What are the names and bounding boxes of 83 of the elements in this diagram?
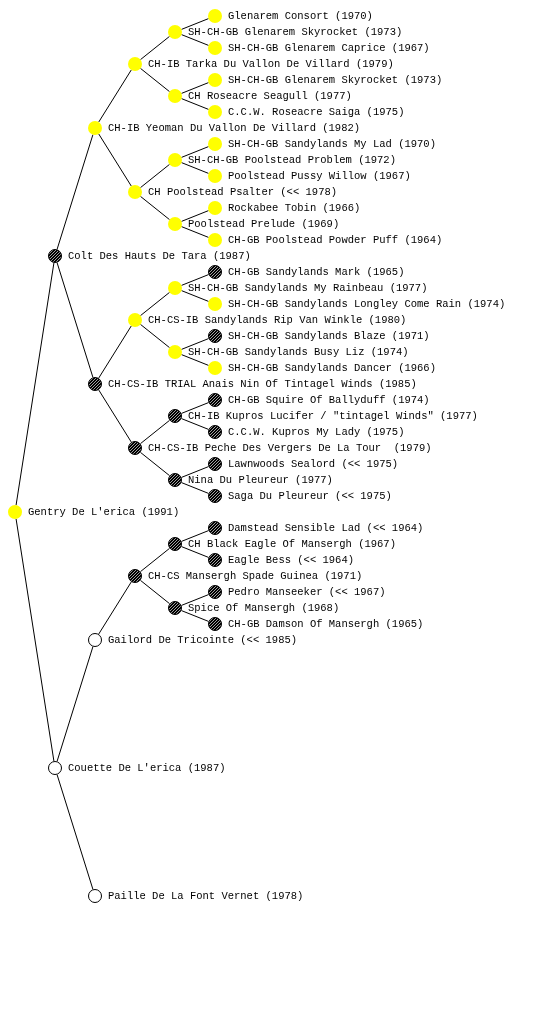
dog-name: Pedro Manseeker (<< 1967)	[228, 585, 386, 599]
connector-line	[181, 162, 209, 174]
connector-line	[181, 98, 209, 110]
dog-name: Poolstead Prelude (1969)	[188, 217, 340, 231]
connector-line	[181, 546, 209, 558]
connector-line	[56, 262, 94, 378]
connector-line	[139, 291, 171, 317]
dog-name: Lawnwoods Sealord (<< 1975)	[228, 457, 399, 471]
dog-name: CH-GB Poolstead Powder Puff (1964)	[228, 233, 443, 247]
connector-line	[181, 274, 209, 286]
dog-name: Gentry De L'erica (1991)	[28, 505, 180, 519]
connector-line	[139, 67, 171, 93]
connector-line	[181, 82, 209, 94]
connector-line	[181, 338, 209, 350]
connector-line	[139, 35, 171, 61]
connector-line	[56, 646, 94, 762]
dog-name: CH-CS Mansergh Spade Guinea (1971)	[148, 569, 363, 583]
dog-name: Paille De La Font Vernet (1978)	[108, 889, 304, 903]
connector-line	[181, 226, 209, 238]
dog-name: CH-GB Damson Of Mansergh (1965)	[228, 617, 424, 631]
connector-line	[98, 325, 132, 379]
dog-name: C.C.W. Roseacre Saiga (1975)	[228, 105, 405, 119]
dog-name: C.C.W. Kupros My Lady (1975)	[228, 425, 405, 439]
dog-name: CH-CS-IB Sandylands Rip Van Winkle (1980)	[148, 313, 407, 327]
connector-line	[181, 466, 209, 478]
connector-line	[139, 579, 171, 605]
connector-line	[15, 518, 55, 762]
dog-name: SH-CH-GB Sandylands Blaze (1971)	[228, 329, 430, 343]
connector-line	[181, 610, 209, 622]
dog-name: SH-CH-GB Glenarem Skyrocket (1973)	[228, 73, 443, 87]
dog-name: Couette De L'erica (1987)	[68, 761, 226, 775]
connector-line	[56, 134, 94, 250]
dog-name: CH Poolstead Psalter (<< 1978)	[148, 185, 338, 199]
connector-line	[181, 482, 209, 494]
connector-line	[181, 146, 209, 158]
dog-name: Poolstead Pussy Willow (1967)	[228, 169, 411, 183]
dog-name: CH-GB Sandylands Mark (1965)	[228, 265, 405, 279]
connector-line	[181, 210, 209, 222]
dog-name: SH-CH-GB Poolstead Problem (1972)	[188, 153, 396, 167]
dog-name: SH-CH-GB Sandylands Busy Liz (1974)	[188, 345, 409, 359]
dog-name: Rockabee Tobin (1966)	[228, 201, 361, 215]
connector-line	[139, 547, 171, 573]
connector-line	[181, 594, 209, 606]
connector-line	[15, 262, 55, 506]
dog-name: Spice Of Mansergh (1968)	[188, 601, 340, 615]
dog-name: SH-CH-GB Sandylands Longley Come Rain (1974)	[228, 297, 506, 311]
connector-line	[56, 774, 94, 890]
connector-line	[98, 581, 132, 635]
dog-name: CH Black Eagle Of Mansergh (1967)	[188, 537, 396, 551]
connector-line	[139, 451, 171, 477]
dog-name: SH-CH-GB Sandylands My Lad (1970)	[228, 137, 436, 151]
connector-line	[98, 133, 132, 187]
connector-line	[181, 418, 209, 430]
connector-line	[98, 389, 132, 443]
dog-name: Damstead Sensible Lad (<< 1964)	[228, 521, 424, 535]
dog-name: CH-IB Tarka Du Vallon De Villard (1979)	[148, 57, 394, 71]
dog-name: Colt Des Hauts De Tara (1987)	[68, 249, 251, 263]
connector-line	[181, 530, 209, 542]
connector-line	[181, 402, 209, 414]
dog-name: Gailord De Tricointe (<< 1985)	[108, 633, 298, 647]
dog-name: Saga Du Pleureur (<< 1975)	[228, 489, 392, 503]
dog-name: SH-CH-GB Sandylands My Rainbeau (1977)	[188, 281, 428, 295]
dog-name: CH-GB Squire Of Ballyduff (1974)	[228, 393, 430, 407]
connector-line	[139, 419, 171, 445]
connector-line	[139, 163, 171, 189]
dog-name: SH-CH-GB Glenarem Caprice (1967)	[228, 41, 430, 55]
dog-name: CH-IB Yeoman Du Vallon De Villard (1982)	[108, 121, 361, 135]
connector-line	[139, 195, 171, 221]
dog-name: CH-CS-IB TRIAL Anais Nin Of Tintagel Winds (1985)	[108, 377, 417, 391]
connector-line	[181, 34, 209, 46]
dog-name: Glenarem Consort (1970)	[228, 9, 373, 23]
connector-line	[181, 354, 209, 366]
dog-name: CH-IB Kupros Lucifer / "tintagel Winds" (1977)	[188, 409, 478, 423]
connector-line	[139, 323, 171, 349]
dog-name: SH-CH-GB Glenarem Skyrocket (1973)	[188, 25, 403, 39]
connector-line	[98, 69, 132, 123]
dog-name: Nina Du Pleureur (1977)	[188, 473, 333, 487]
dog-name: CH Roseacre Seagull (1977)	[188, 89, 352, 103]
dog-name: SH-CH-GB Sandylands Dancer (1966)	[228, 361, 436, 375]
dog-name: CH-CS-IB Peche Des Vergers De La Tour (1979)	[148, 441, 432, 455]
dog-name: Eagle Bess (<< 1964)	[228, 553, 355, 567]
connector-line	[181, 290, 209, 302]
connector-line	[181, 18, 209, 30]
